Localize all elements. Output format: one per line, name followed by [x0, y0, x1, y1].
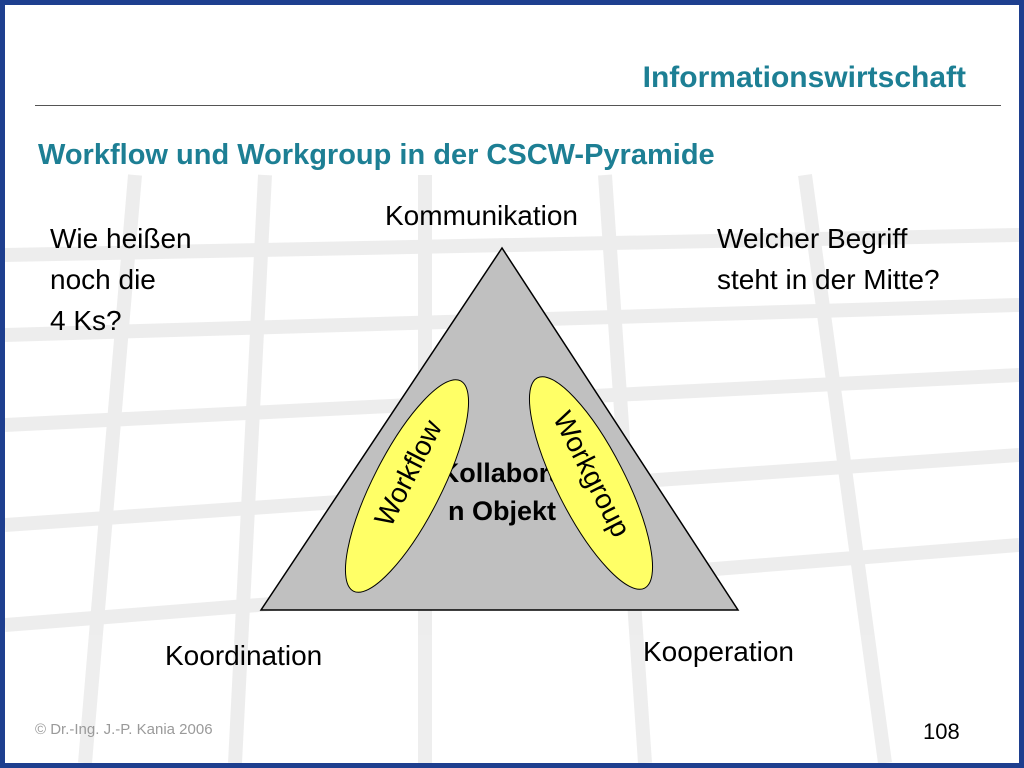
- cscw-pyramid: Kollabora n Objekt Workflow Workgroup: [259, 246, 740, 611]
- header-title: Informationswirtschaft: [642, 61, 966, 94]
- question-left-line: 4 Ks?: [50, 305, 122, 336]
- pyramid-top-label: Kommunikation: [385, 200, 578, 231]
- question-left: Wie heißen noch die 4 Ks?: [50, 218, 192, 341]
- pyramid-triangle: [259, 246, 740, 611]
- slide-title: Workflow und Workgroup in der CSCW-Pyram…: [38, 139, 715, 171]
- page-number: 108: [923, 719, 960, 744]
- workflow-ellipse: [344, 379, 470, 593]
- workgroup-ellipse: [528, 376, 654, 590]
- header-divider: [35, 105, 1001, 106]
- pyramid-center-text: n Objekt: [448, 496, 556, 526]
- slide: Informationswirtschaft Workflow und Work…: [5, 5, 1019, 763]
- question-right-line: Welcher Begriff: [717, 223, 908, 254]
- question-left-line: noch die: [50, 264, 156, 295]
- pyramid-right-label: Kooperation: [643, 636, 795, 667]
- question-right-line: steht in der Mitte?: [717, 264, 940, 295]
- footer-copyright: © Dr.-Ing. J.-P. Kania 2006: [35, 721, 213, 738]
- question-left-line: Wie heißen: [50, 223, 192, 254]
- question-right: Welcher Begriff steht in der Mitte?: [717, 218, 940, 300]
- pyramid-left-label: Koordination: [165, 640, 323, 671]
